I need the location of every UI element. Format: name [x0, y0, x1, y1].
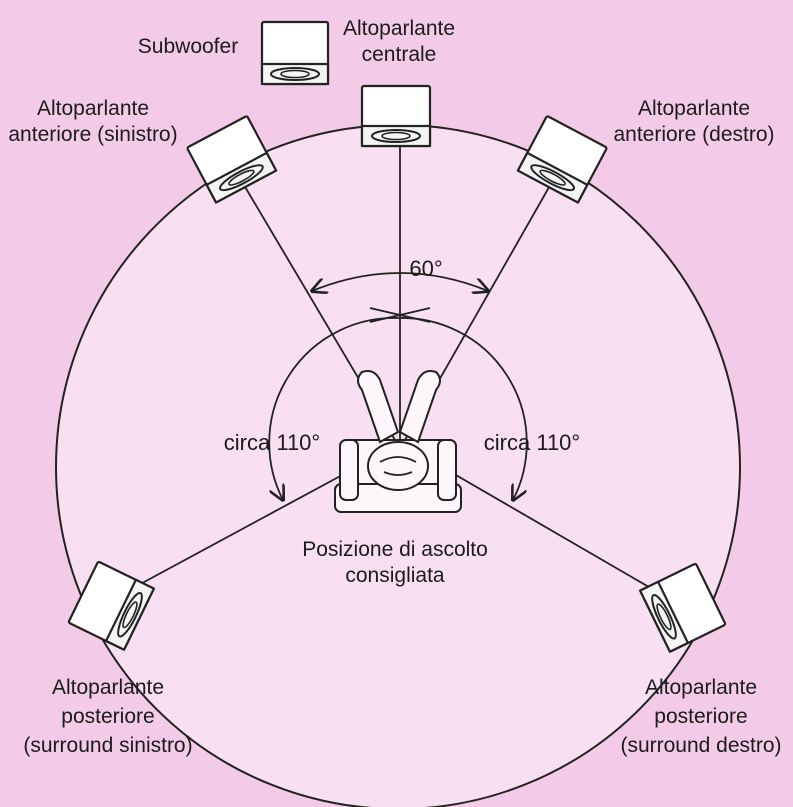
subwoofer-speaker — [260, 20, 330, 86]
center-label-line2: centrale — [361, 43, 437, 66]
line-rear-left — [119, 459, 371, 596]
listening-label-line1: Posizione di ascolto — [302, 538, 488, 561]
front-left-speaker-label: Altoparlante anteriore (sinistro) — [8, 96, 177, 148]
center-speaker — [360, 84, 432, 148]
front-right-label-line2: anteriore (destro) — [613, 123, 775, 146]
subwoofer-label: Subwoofer — [138, 34, 238, 60]
rear-right-label-line1: Altoparlante — [644, 676, 758, 699]
rear-left-speaker-label: Altoparlante posteriore (surround sinist… — [23, 673, 192, 760]
front-right-speaker-label: Altoparlante anteriore (destro) — [613, 96, 774, 148]
center-label-line1: Altoparlante — [342, 17, 456, 40]
arc-60-degrees — [312, 272, 488, 291]
subwoofer-label-text: Subwoofer — [137, 35, 239, 58]
rear-right-speaker — [638, 562, 727, 654]
front-left-label-line2: anteriore (sinistro) — [8, 123, 178, 146]
arc-110-left — [268, 317, 399, 500]
rear-right-label-line3: (surround destro) — [620, 734, 782, 757]
rear-right-speaker-label: Altoparlante posteriore (surround destro… — [620, 673, 781, 760]
rear-left-speaker — [67, 560, 156, 652]
rear-left-label-line2: posteriore — [61, 705, 155, 728]
angle-60-text: 60° — [409, 256, 443, 281]
angle-60-label: 60° — [409, 256, 442, 282]
angle-110-left-text: circa 110° — [223, 430, 321, 455]
listener-figure — [334, 370, 462, 513]
front-left-speaker — [186, 115, 278, 204]
angle-110-left-label: circa 110° — [224, 430, 320, 456]
front-right-speaker — [516, 115, 608, 204]
line-rear-right — [429, 459, 681, 606]
listening-label-line2: consigliata — [345, 564, 445, 587]
rear-left-label-line3: (surround sinistro) — [23, 734, 193, 757]
rear-left-label-line1: Altoparlante — [51, 676, 165, 699]
listening-position-label: Posizione di ascolto consigliata — [302, 537, 488, 589]
front-right-label-line1: Altoparlante — [637, 97, 751, 120]
center-speaker-label: Altoparlante centrale — [343, 16, 455, 68]
arc-110-right — [397, 317, 528, 500]
front-left-label-line1: Altoparlante — [36, 97, 150, 120]
angle-110-right-text: circa 110° — [483, 430, 581, 455]
angle-110-right-label: circa 110° — [484, 430, 580, 456]
rear-right-label-line2: posteriore — [654, 705, 748, 728]
